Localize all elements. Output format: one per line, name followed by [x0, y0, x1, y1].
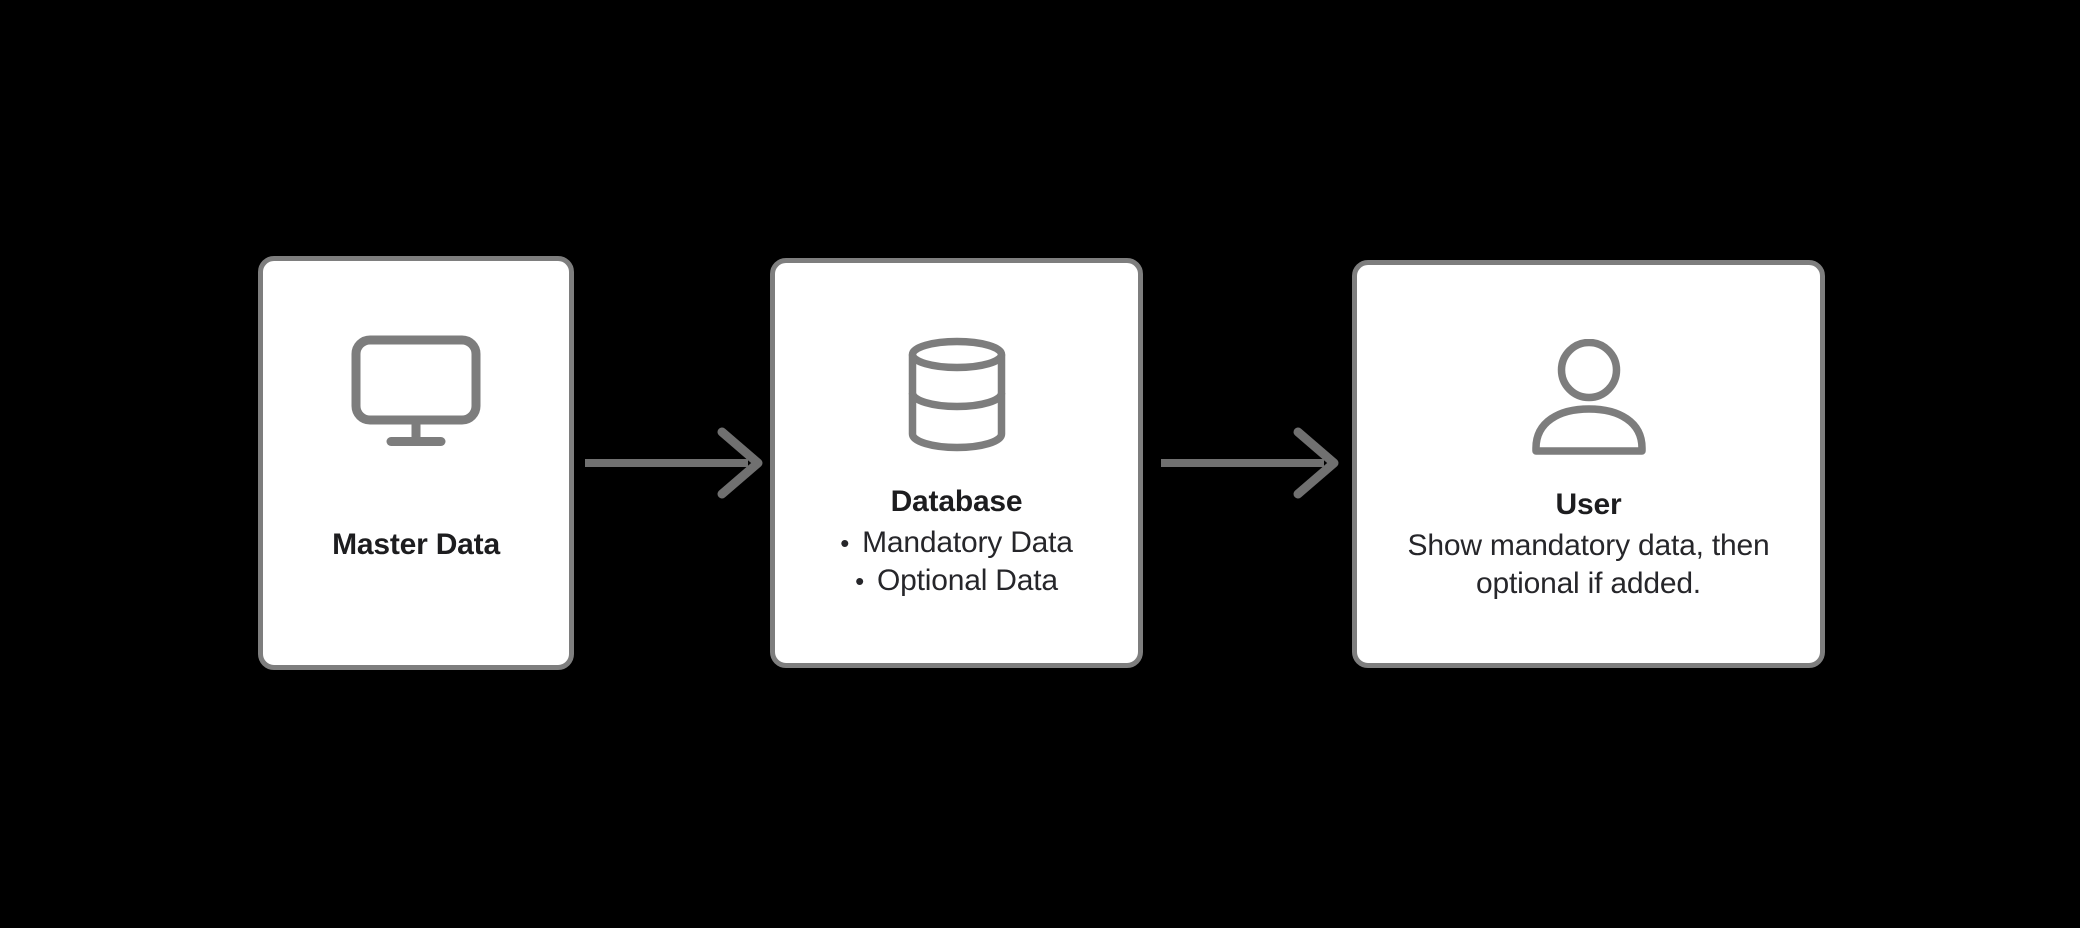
bullet-dot: • — [840, 528, 850, 558]
node-title: Master Data — [332, 528, 500, 561]
user-icon — [1530, 339, 1648, 455]
monitor-icon — [351, 335, 481, 450]
bullet-item: • Optional Data — [840, 562, 1073, 600]
node-title: Database — [890, 485, 1023, 518]
node-description: Show mandatory data, then optional if ad… — [1407, 529, 1770, 600]
bullet-list: • Mandatory Data • Optional Data — [840, 524, 1073, 600]
node-database: Database • Mandatory Data • Optional Dat… — [770, 258, 1143, 668]
database-icon — [907, 337, 1007, 453]
bullet-dot: • — [855, 566, 865, 596]
bullet-item-label: Optional Data — [877, 564, 1058, 597]
bullet-item-label: Mandatory Data — [862, 526, 1073, 559]
arrow-right-connector — [1161, 427, 1339, 499]
node-user: User Show mandatory data, then optional … — [1352, 260, 1825, 668]
node-master-data: Master Data — [258, 256, 574, 670]
node-title: User — [1555, 488, 1622, 521]
arrow-right-connector — [585, 427, 763, 499]
bullet-item: • Mandatory Data — [840, 524, 1073, 562]
